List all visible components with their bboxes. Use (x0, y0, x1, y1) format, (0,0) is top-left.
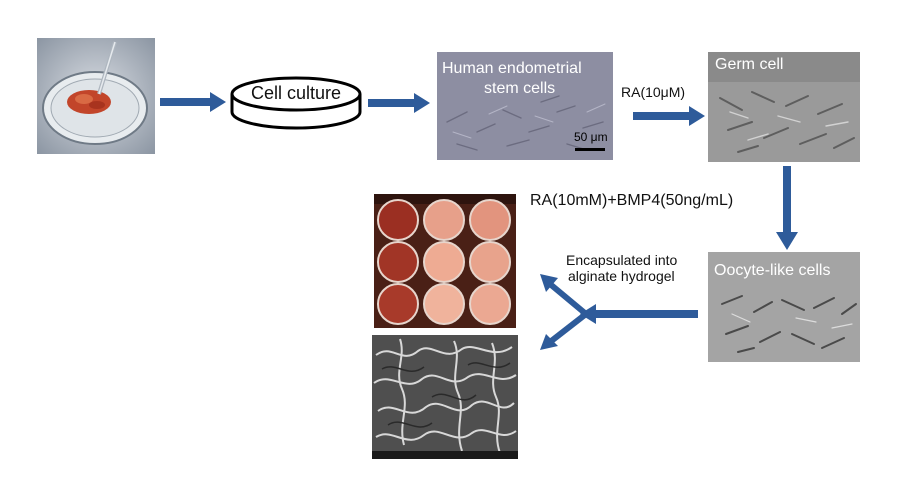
germ-cell-label: Germ cell (715, 56, 784, 73)
hydrogel-sem-image (372, 335, 518, 459)
germ-cell-micrograph (708, 52, 860, 162)
stem-cells-title-line1: Human endometrial (442, 60, 582, 77)
ra-bmp4-label: RA(10mM)+BMP4(50ng/mL) (530, 192, 734, 209)
cell-culture-label: Cell culture (251, 83, 342, 103)
culture-dish-drawing (228, 68, 364, 132)
encapsulated-label-line2: alginate hydrogel (568, 268, 675, 284)
oocyte-like-cells-micrograph (708, 252, 860, 362)
stem-cells-title-line2: stem cells (484, 80, 556, 97)
arrow-to-germ-cell (633, 106, 705, 126)
split-arrows (540, 274, 698, 350)
hydrogel-well-plate-photo (374, 194, 516, 328)
tissue-petri-dish-photo (37, 38, 155, 154)
arrow-to-culture (160, 92, 226, 112)
stem-cells-micrograph (437, 52, 613, 160)
arrow-to-oocyte-like (776, 166, 798, 250)
oocyte-like-label: Oocyte-like cells (714, 262, 831, 279)
ra-10um-label: RA(10μM) (621, 84, 686, 100)
arrow-to-stem-cells (368, 93, 430, 113)
scale-bar-label: 50 μm (574, 130, 608, 144)
encapsulated-label-line1: Encapsulated into (566, 252, 678, 268)
